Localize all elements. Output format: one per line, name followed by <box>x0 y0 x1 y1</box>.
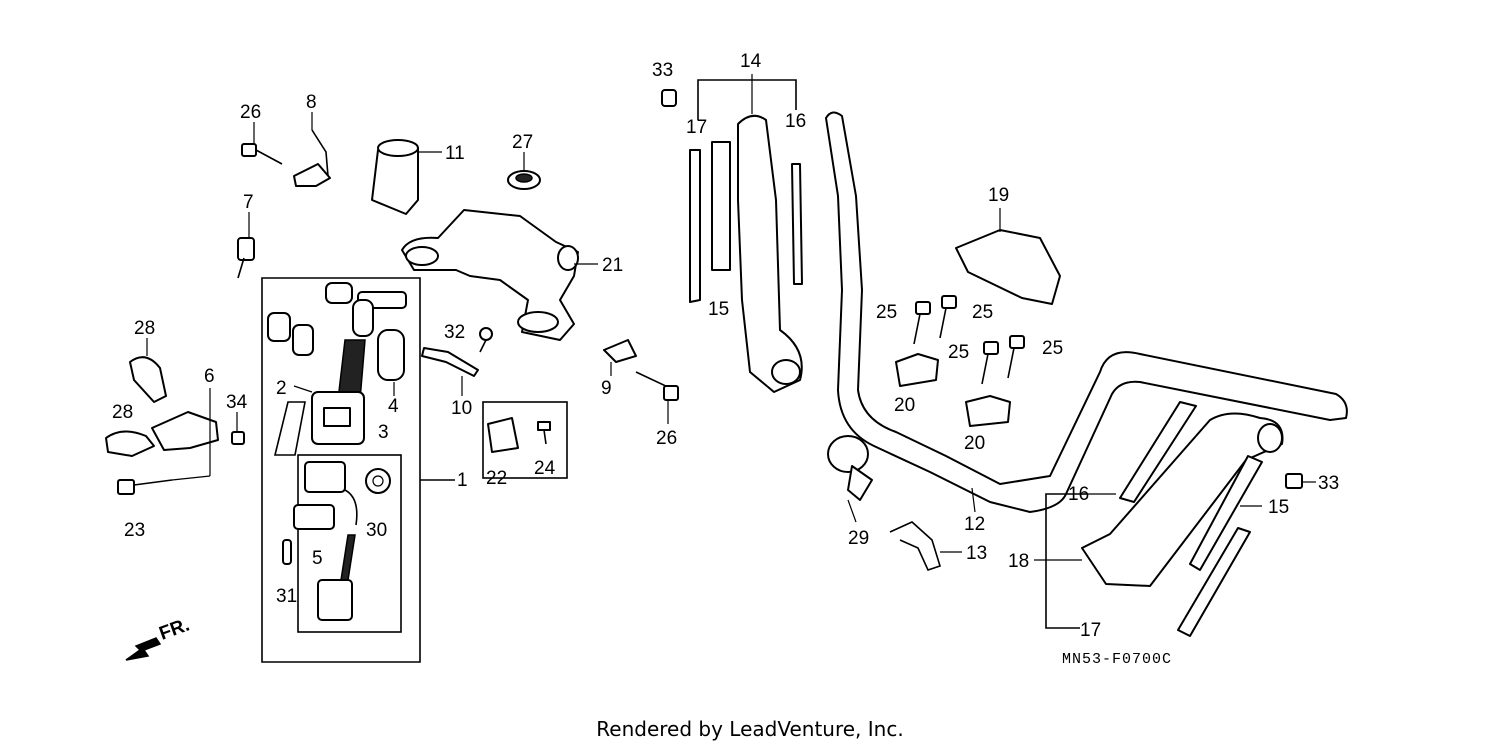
front-direction-arrow: FR. <box>125 614 193 661</box>
callout-16-right: 16 <box>1068 484 1089 505</box>
handlebar-cover-group <box>661 79 803 393</box>
callout-2: 2 <box>276 378 287 399</box>
callout-34: 34 <box>226 392 248 413</box>
drawing-code: MN53-F0700C <box>1062 651 1173 668</box>
callout-26-lower: 26 <box>656 428 677 449</box>
callout-14: 14 <box>740 51 762 72</box>
callout-20: 20 <box>894 395 915 416</box>
leader-lines <box>146 74 1316 561</box>
callout-6: 6 <box>204 366 215 387</box>
callout-13: 13 <box>966 543 987 564</box>
callout-4: 4 <box>388 396 399 417</box>
left-small-parts <box>105 129 331 495</box>
callout-24: 24 <box>534 458 556 479</box>
callout-30: 30 <box>366 520 387 541</box>
callout-27: 27 <box>512 132 533 153</box>
callout-18: 18 <box>1008 551 1029 572</box>
callout-5: 5 <box>312 548 323 569</box>
callout-25-d: 25 <box>1042 338 1063 359</box>
callout-22: 22 <box>486 468 507 489</box>
callouts: 1 2 3 4 5 6 7 8 9 10 11 12 13 14 15 15 1… <box>112 51 1339 641</box>
callout-33: 33 <box>652 60 673 81</box>
callout-33-right: 33 <box>1318 473 1339 494</box>
group-box-1 <box>261 277 421 663</box>
callout-11: 11 <box>445 143 465 164</box>
callout-26: 26 <box>240 102 261 123</box>
callout-15: 15 <box>708 299 729 320</box>
callout-28-lower: 28 <box>112 402 133 423</box>
group-box-3 <box>297 454 402 633</box>
callout-16: 16 <box>785 111 806 132</box>
callout-21: 21 <box>602 255 623 276</box>
callout-20-lower: 20 <box>964 433 985 454</box>
callout-3: 3 <box>378 422 389 443</box>
callout-28: 28 <box>134 318 155 339</box>
handlebar <box>825 111 1348 637</box>
callout-7: 7 <box>243 192 254 213</box>
callout-19: 19 <box>988 185 1009 206</box>
group-box-22-24 <box>482 401 568 479</box>
callout-31: 31 <box>276 586 297 607</box>
callout-15-right: 15 <box>1268 497 1289 518</box>
group-box-1-inner <box>273 401 306 456</box>
callout-10: 10 <box>451 398 472 419</box>
top-bridge-assembly <box>371 139 679 479</box>
callout-32: 32 <box>444 322 465 343</box>
callout-12: 12 <box>964 514 985 535</box>
footer-credit: Rendered by LeadVenture, Inc. <box>596 717 904 741</box>
callout-1: 1 <box>457 470 468 491</box>
ignition-switch-assembly <box>261 277 455 663</box>
callout-9: 9 <box>601 378 612 399</box>
callout-25-a: 25 <box>876 302 897 323</box>
callout-29: 29 <box>848 528 869 549</box>
callout-25-b: 25 <box>972 302 993 323</box>
callout-17-bottom: 17 <box>1080 620 1101 641</box>
callout-25-c: 25 <box>948 342 969 363</box>
callout-8: 8 <box>306 92 317 113</box>
callout-17: 17 <box>686 117 707 138</box>
callout-23: 23 <box>124 520 145 541</box>
direction-label: FR. <box>157 614 193 644</box>
